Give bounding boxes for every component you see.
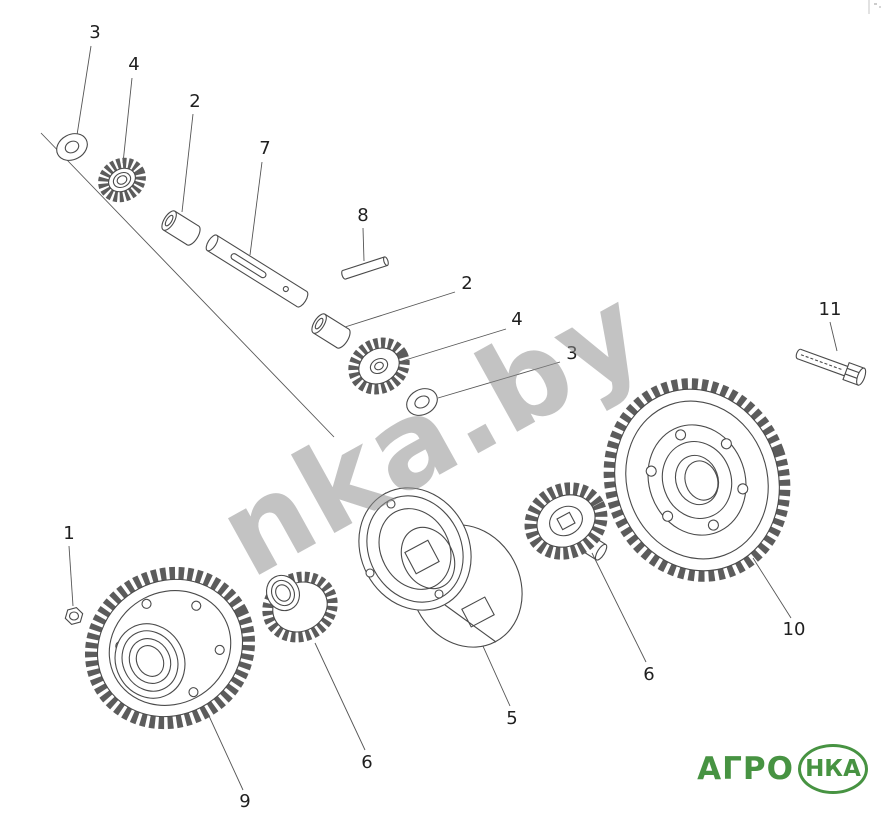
leader-line (76, 45, 92, 136)
callout-6-bevel-right: 6 (643, 664, 654, 685)
leader-line (344, 291, 456, 328)
callout-10-ring-gear: 10 (783, 619, 806, 640)
callout-3-washer-mid: 3 (566, 343, 577, 364)
bevel-gear-6-right-drawing (524, 482, 608, 561)
washer-3-top-drawing (56, 133, 88, 161)
callout-labels: 3 4 2 7 8 2 4 3 11 1 9 6 5 6 10 (63, 22, 841, 812)
differential-housing-5-drawing (358, 487, 523, 648)
callout-7-shaft: 7 (259, 138, 270, 159)
callout-2-bushing-top: 2 (189, 91, 200, 112)
leader-line (122, 77, 133, 164)
hub-gear-9-drawing (84, 566, 256, 730)
leader-line (181, 113, 194, 213)
leader-line (208, 715, 244, 791)
callout-6-gear-left: 6 (361, 752, 372, 773)
bushing-2-mid-drawing (311, 313, 351, 349)
ring-gear-10-drawing (603, 378, 791, 582)
pin-8-drawing (341, 256, 389, 280)
callout-2-bushing-mid: 2 (461, 273, 472, 294)
washer-3-mid-drawing (406, 388, 438, 416)
leader-line (437, 361, 561, 399)
callout-9-hub-gear: 9 (239, 791, 250, 812)
bushing-2-top-drawing (161, 210, 201, 246)
leader-line (401, 328, 507, 362)
cross-shaft-7-drawing (205, 234, 309, 308)
leader-line (591, 552, 647, 663)
leader-line (249, 161, 263, 256)
pinion-gear-4-mid-drawing (348, 337, 410, 395)
leader-line (68, 545, 74, 607)
callout-3-washer-top: 3 (89, 22, 100, 43)
assembly-axis-line (40, 132, 335, 438)
callout-1-nut: 1 (63, 523, 74, 544)
leader-line (829, 321, 838, 352)
site-logo: АГРО НКА (697, 744, 868, 794)
callout-4-pinion-mid: 4 (511, 309, 522, 330)
callout-5-housing: 5 (506, 708, 517, 729)
bolt-11-drawing (795, 348, 867, 386)
callout-11-bolt: 11 (819, 299, 842, 320)
nut-1-drawing (64, 606, 84, 626)
logo-word: АГРО (697, 751, 794, 787)
callout-4-bevel-gear-top: 4 (128, 54, 139, 75)
leader-line (752, 557, 792, 619)
bevel-gear-4-top-drawing (98, 157, 146, 203)
logo-oval-badge: НКА (798, 744, 868, 794)
page-edge-artifact (868, 0, 881, 14)
leader-line (362, 227, 365, 262)
leader-line (314, 642, 366, 751)
gear-6-left-drawing (262, 571, 338, 643)
callout-8-pin: 8 (357, 205, 368, 226)
